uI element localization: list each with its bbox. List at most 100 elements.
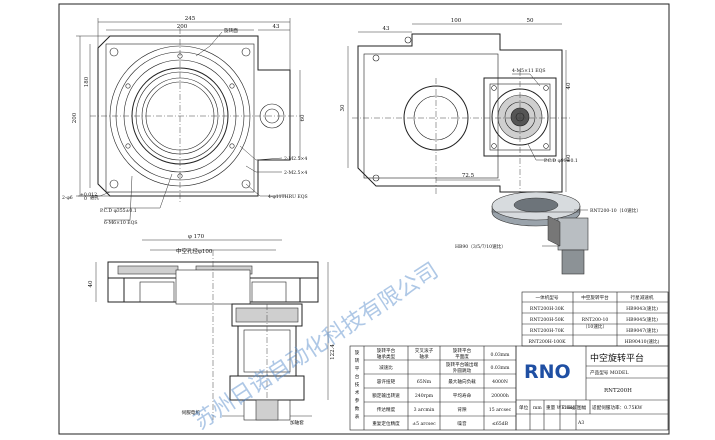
spec-side-title-f: 术 — [355, 389, 360, 396]
spec-table-text: 旋 转 平 台 技 术 参 数 表 旋转平台 轴承类型 交叉滚子 轴承 旋转平台… — [355, 347, 512, 427]
dim-40-f: 40 — [88, 280, 94, 287]
label-phi-6-tol: +0.012 — [80, 192, 97, 198]
ratio-table-text: 一体机型号 中空旋转平台 行星减速机 RNT200H-30K RNT200H-5… — [528, 294, 659, 345]
spec-h3-a: 旋转平台 — [453, 347, 472, 354]
dim-180: 180 — [84, 76, 90, 87]
top-plan-view — [76, 18, 301, 221]
unit-value: mm — [533, 406, 542, 411]
spec-cell: 传达精度 — [377, 406, 396, 413]
dim-122-4: 122.4 — [330, 344, 336, 360]
spec-side-title-b: 转 — [355, 357, 360, 364]
spec-cell: ≤65dB — [492, 421, 509, 427]
dim-100: 100 — [451, 18, 462, 24]
ratio-row-model: RNT200H-30K — [530, 306, 565, 312]
unit-label: 单位 — [519, 404, 529, 411]
title-block — [515, 345, 669, 431]
side-plan-view — [347, 23, 570, 200]
product-name: 中空旋转平台 — [590, 352, 644, 364]
weight-value: 7.8kg — [562, 405, 575, 411]
spec-cell: 20000h — [491, 393, 509, 399]
ratio-row-reducer: HB90410(速比) — [625, 338, 660, 345]
dim-245: 245 — [185, 16, 196, 22]
spec-h2-a: 交叉滚子 — [415, 347, 434, 354]
spec-cell: 背隙 — [457, 406, 467, 413]
spec-h3-b: 平面度 — [455, 353, 469, 360]
spec-cell: 容许扭矩 — [377, 378, 396, 385]
label-rotating-face: 旋转面 — [224, 27, 238, 34]
spec-cell: 15 arcsec — [489, 407, 512, 413]
spec-h1-a: 旋转平台 — [377, 347, 396, 354]
spec-cell: 额定输出转速 — [372, 392, 400, 399]
spec-side-title-g: 参 — [355, 397, 360, 404]
ratio-header-model: 一体机型号 — [536, 294, 559, 301]
spec-side-title-c: 平 — [355, 366, 360, 372]
spec-side-title-a: 旋 — [355, 349, 360, 356]
drawing-frame — [58, 3, 670, 435]
spec-cell: 重复定位精度 — [372, 420, 400, 427]
spec-cell: 减速比 — [379, 364, 393, 371]
front-view-dimension-text: φ 170 中空孔径φ100 40 122.4 伺服电机 加轴套 — [88, 234, 336, 426]
ratio-row-reducer: HB9045(速比) — [626, 316, 658, 323]
ratio-row-model: RNT200H-70K — [530, 328, 565, 334]
label-pcd-99: P.C.D φ99±0.1 — [544, 158, 578, 164]
dim-43-r: 43 — [383, 26, 390, 32]
size-label: 图幅 — [577, 404, 587, 411]
dim-50: 50 — [527, 18, 534, 24]
ratio-platform-model: RNT200-10 — [582, 317, 609, 323]
label-motor: 伺服电机 — [182, 409, 201, 416]
spec-side-title-i: 表 — [355, 413, 360, 420]
dim-200-v: 200 — [72, 112, 78, 123]
dim-72-5: 72.5 — [462, 173, 475, 179]
ratio-row-reducer: HB9043(速比) — [626, 305, 658, 312]
label-motor-side: 加轴套 — [290, 419, 304, 426]
spec-cell: 4000N — [492, 379, 508, 385]
spec-cell-2a: 旋转平台输出端 — [446, 361, 479, 368]
model-label: 产品型号 MODEL — [590, 369, 628, 376]
motor-power-label: 适配伺服功率：0.75KW — [592, 404, 643, 411]
spec-h2-b: 轴承 — [419, 353, 429, 360]
size-value: A3 — [577, 420, 584, 426]
ratio-platform-ratio: （10速比） — [583, 323, 607, 330]
ratio-header-platform: 中空旋转平台 — [581, 294, 609, 301]
spec-h1-b: 轴承类型 — [377, 353, 396, 360]
label-rnt200-10: RNT200-10（10速比） — [590, 207, 641, 214]
spec-cell: 240rpm — [415, 393, 434, 399]
label-phi-6-tol2: 0 — [84, 196, 87, 202]
spec-table — [349, 345, 517, 431]
top-view-dimension-text: 245 200 43 200 180 60 旋转面 2-M2.5×4 2-M2.… — [62, 16, 308, 226]
spec-side-title-h: 数 — [355, 405, 360, 412]
isometric-render — [491, 191, 589, 275]
spec-cell: 平均寿命 — [453, 392, 472, 399]
ratio-header-reducer: 行星减速机 — [631, 294, 654, 301]
label-phi-6: 2-φ6 — [62, 195, 73, 201]
label-m5: 4-M5×11 EQS — [512, 68, 546, 74]
spec-side-title-d: 台 — [355, 373, 360, 380]
ratio-row-model: RNT200H-50K — [530, 317, 565, 323]
side-view-dimension-text: 100 50 43 30 40 60 72.5 4-M5×11 EQS P.C.… — [340, 18, 578, 179]
spec-cell: 噪音 — [457, 420, 467, 427]
ratio-table — [521, 291, 669, 347]
model-value: RNT200H — [604, 388, 632, 394]
ratio-row-reducer: HB9047(速比) — [626, 327, 658, 334]
spec-cell: 0.03mm — [491, 365, 511, 371]
label-m2-5-a: 2-M2.5×4 — [284, 156, 307, 162]
rno-logo: RNO — [522, 358, 580, 383]
dim-60-r: 60 — [566, 154, 572, 161]
dim-40: 40 — [566, 82, 572, 89]
dim-43: 43 — [273, 24, 280, 30]
ratio-row-model: RNT200H-100K — [528, 339, 566, 345]
spec-cell: ±5 arcsec — [412, 421, 436, 427]
dim-60: 60 — [300, 114, 306, 121]
spec-cell: 3 arcmin — [414, 407, 435, 413]
label-m2-5-b: 2-M2.5×4 — [284, 170, 307, 176]
label-hb90: HB90（3/5/7/10速比） — [455, 243, 506, 250]
spec-side-title-e: 技 — [355, 381, 360, 388]
label-m6-eqs: 6-M6×10 EQS — [104, 220, 138, 226]
spec-h4: 0.03mm — [491, 352, 511, 358]
front-section-view — [95, 239, 329, 421]
spec-cell: 65Nm — [417, 379, 432, 385]
dim-200: 200 — [177, 24, 188, 30]
spec-cell-2b: 外圆跳动 — [453, 367, 472, 374]
label-thru-eqs: 4-φ11THRU EQS — [268, 194, 308, 200]
